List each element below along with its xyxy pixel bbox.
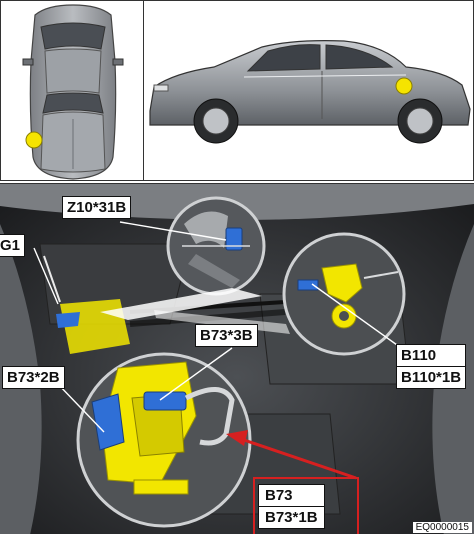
engine-bay-illustration bbox=[0, 184, 474, 534]
label-g1: G1 bbox=[0, 234, 26, 257]
figure-id: EQ0000015 bbox=[412, 522, 472, 533]
label-b73: B73 bbox=[258, 484, 325, 507]
battery-location-dot-side bbox=[395, 77, 413, 95]
side-view-panel bbox=[144, 0, 474, 181]
label-stack-b110: B110 B110*1B bbox=[396, 344, 467, 389]
label-b110-1b: B110*1B bbox=[396, 367, 467, 389]
car-side-view-illustration bbox=[149, 40, 471, 144]
label-stack-b73: B73 B73*1B bbox=[258, 484, 325, 529]
label-b73-3b: B73*3B bbox=[195, 324, 258, 347]
label-b110: B110 bbox=[396, 344, 467, 367]
top-view-panel bbox=[0, 0, 144, 181]
car-top-view-illustration bbox=[22, 4, 124, 180]
battery-location-dot-top bbox=[25, 131, 43, 149]
engine-bay-panel bbox=[0, 183, 474, 534]
label-b73-1b: B73*1B bbox=[258, 507, 325, 529]
label-z10-31b: Z10*31B bbox=[62, 196, 132, 219]
label-b73-2b: B73*2B bbox=[2, 366, 65, 389]
